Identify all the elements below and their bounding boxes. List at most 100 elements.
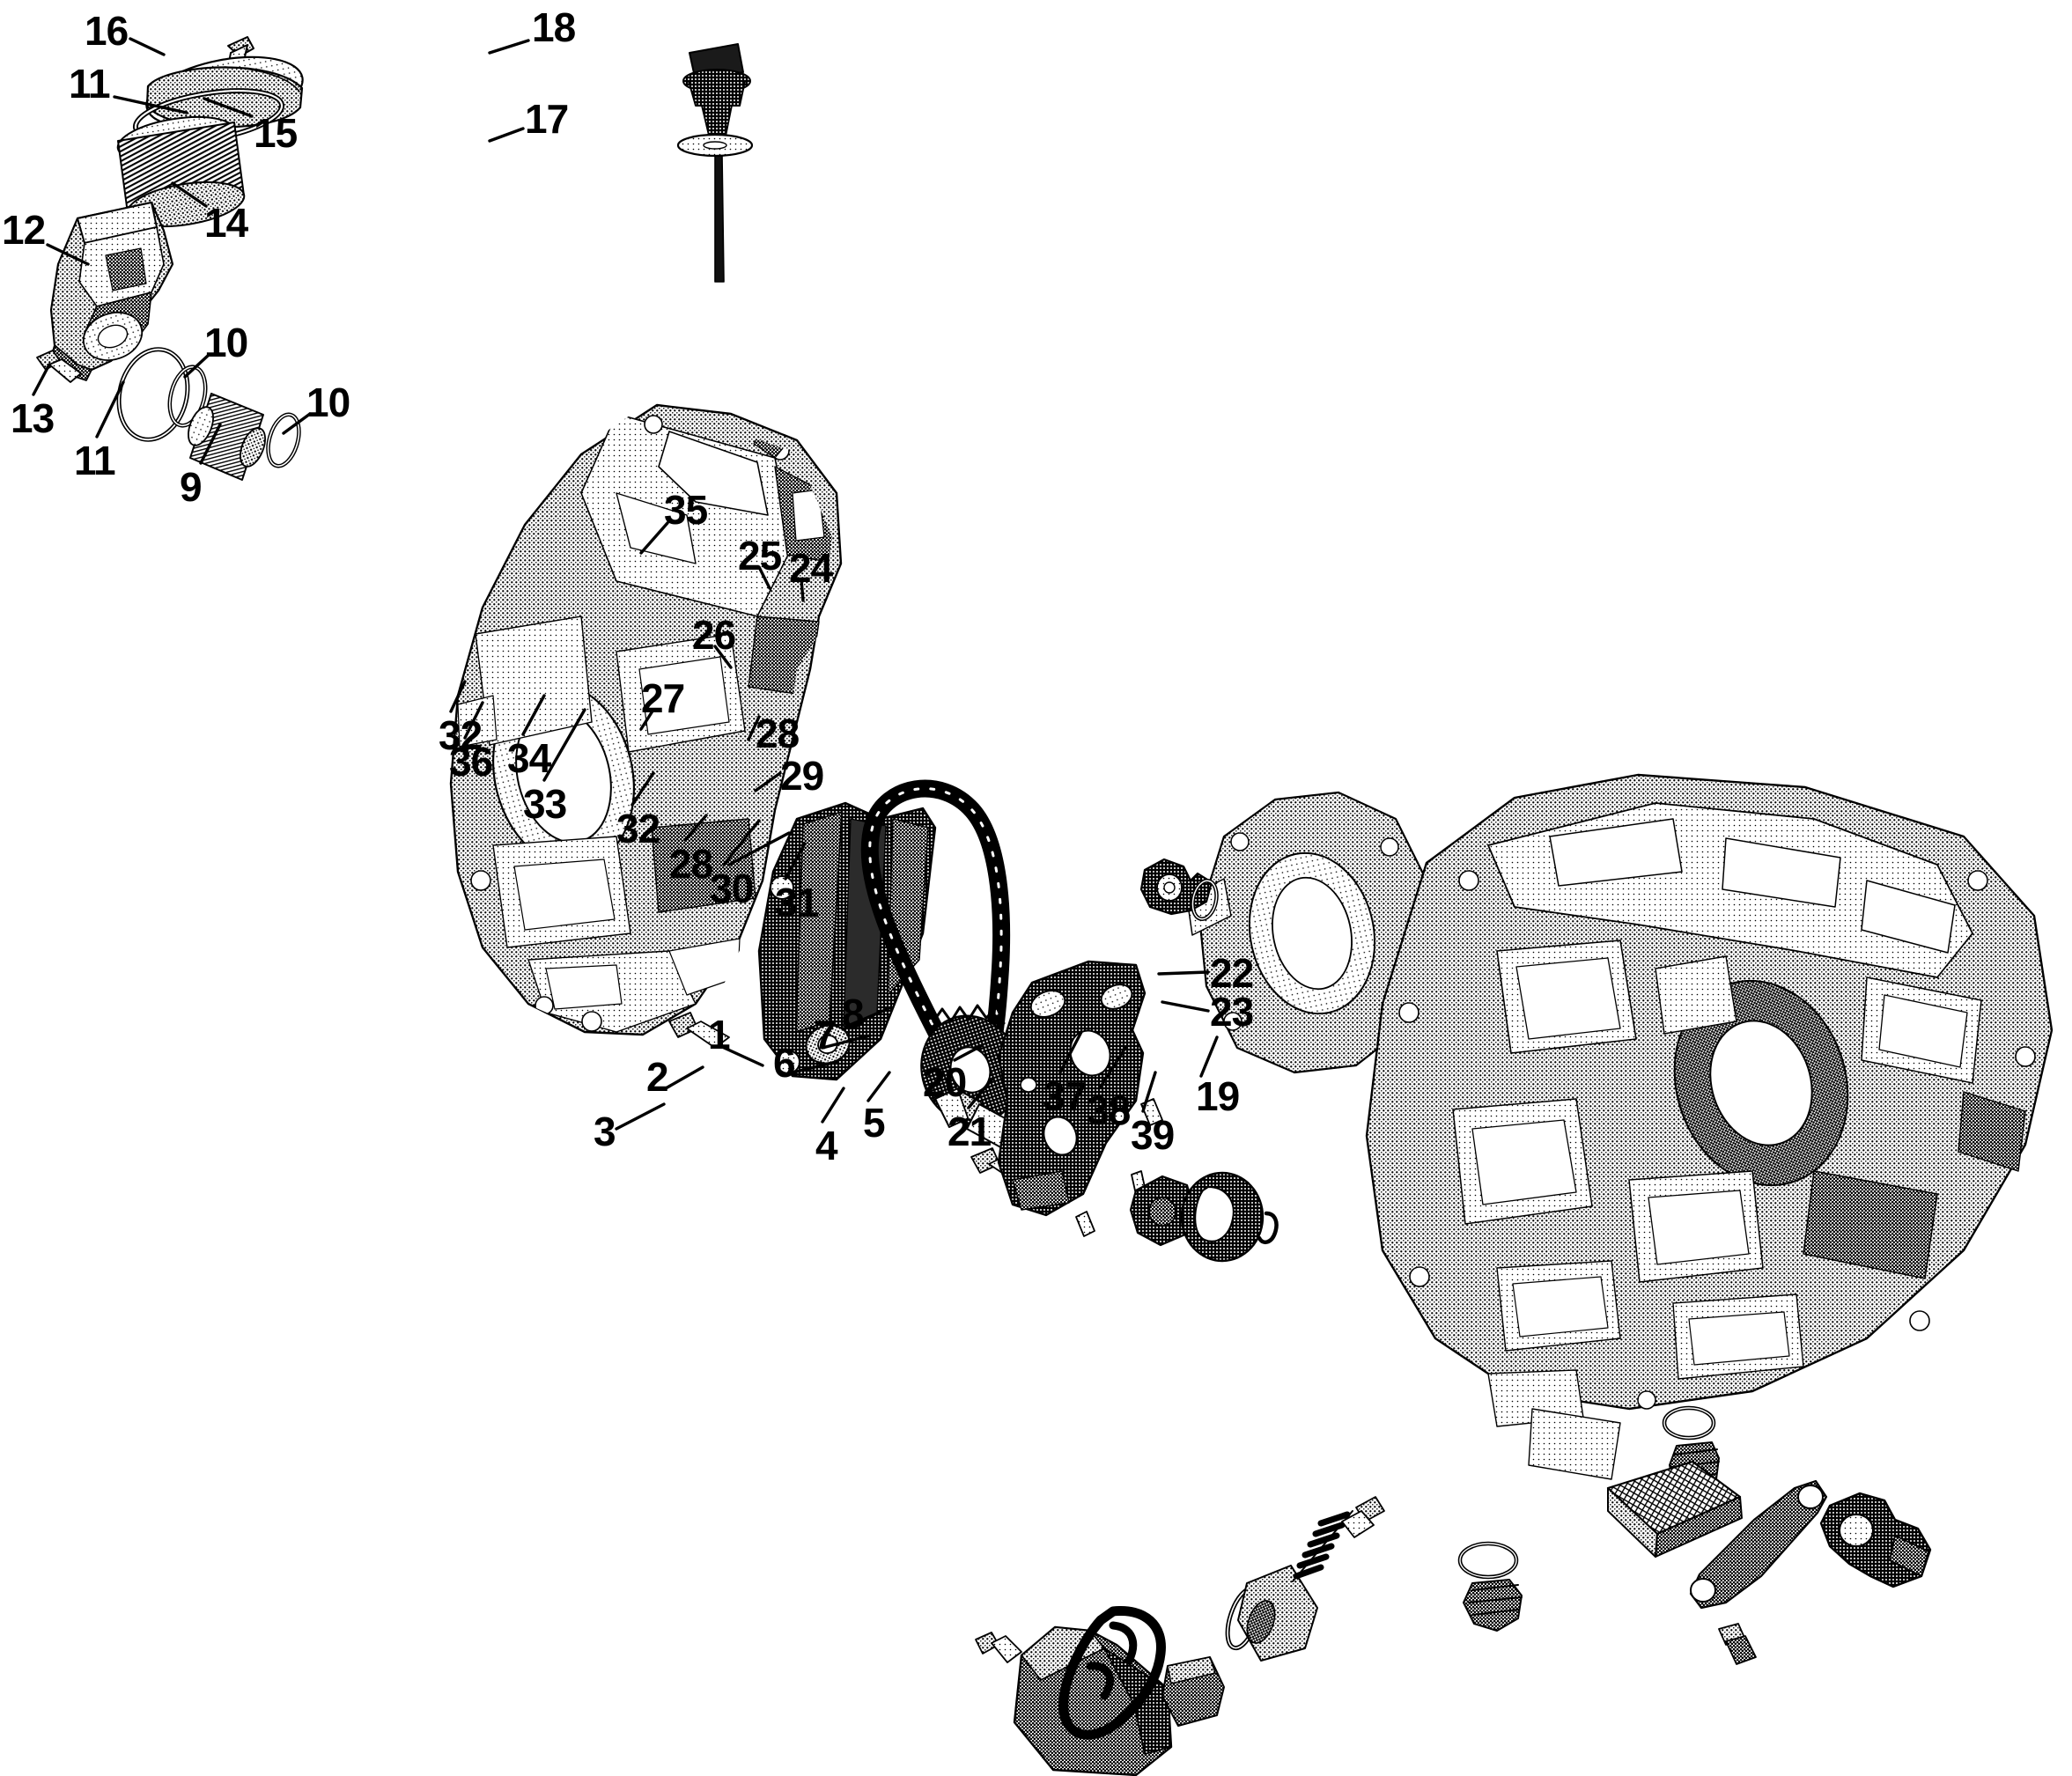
callout-number-22: 22 <box>1210 950 1254 996</box>
part-31-rotor-retaining-clip <box>1257 1211 1279 1245</box>
leader-line-38 <box>1099 1046 1127 1088</box>
callout-number-31: 31 <box>775 880 819 925</box>
leader-line-17 <box>488 127 525 143</box>
leader-line-13 <box>32 363 51 396</box>
leader-line-32b <box>630 771 655 807</box>
leader-line-36 <box>463 701 484 740</box>
leader-line-39 <box>1141 1071 1157 1113</box>
leader-line-15 <box>203 97 254 118</box>
part-8-regulator-screw <box>1341 1496 1385 1538</box>
leader-line-20 <box>953 1044 983 1062</box>
leader-line-6 <box>784 1060 838 1076</box>
leader-line-35 <box>639 521 669 555</box>
callout-number-10a: 10 <box>204 320 248 365</box>
leader-line-25 <box>757 565 771 590</box>
callout-number-34: 34 <box>507 735 551 781</box>
leader-line-10a <box>183 354 210 379</box>
leader-line-31 <box>784 842 807 881</box>
leader-line-28a <box>747 715 761 741</box>
part-22-plug-sealing-ring <box>1662 1405 1716 1441</box>
callout-number-26: 26 <box>692 612 736 658</box>
part-3-oil-cooler-screw <box>975 1632 1022 1663</box>
callout-number-29: 29 <box>780 753 824 799</box>
leader-line-21 <box>967 1076 995 1109</box>
callout-number-2: 2 <box>646 1054 669 1100</box>
leader-line-3 <box>615 1102 666 1131</box>
middle-crankcase-half <box>1186 791 1437 1074</box>
callout-number-11b: 11 <box>74 438 116 483</box>
leader-line-12 <box>46 243 90 266</box>
leader-line-11b <box>95 380 125 438</box>
leader-line-2 <box>664 1065 704 1090</box>
leader-line-9 <box>199 423 222 465</box>
callout-number-32a: 32 <box>439 712 483 758</box>
callout-number-1: 1 <box>708 1012 731 1057</box>
part-6-regulator-sleeve <box>1237 1565 1318 1662</box>
callout-number-36: 36 <box>449 739 493 785</box>
part-21-oil-drain-plug <box>1463 1579 1523 1632</box>
leader-line-5 <box>866 1071 891 1102</box>
callout-number-16: 16 <box>85 8 129 54</box>
part-2-oil-cooler <box>1013 1625 1173 1776</box>
part-32-screw-a <box>668 1012 730 1049</box>
leader-line-34 <box>521 694 546 736</box>
callout-number-15: 15 <box>254 110 298 156</box>
part-28-dowel-pin-a <box>1140 1098 1163 1126</box>
callout-number-14: 14 <box>204 200 248 246</box>
callout-number-28b: 28 <box>669 841 713 887</box>
part-37-oil-screen-plate <box>1606 1460 1743 1558</box>
leader-line-22 <box>1157 970 1210 976</box>
leader-line-11a <box>113 95 188 114</box>
leader-line-27 <box>639 708 655 731</box>
callout-number-13: 13 <box>11 395 55 441</box>
callout-number-4: 4 <box>815 1123 838 1168</box>
part-30-pump-rotor-set <box>1129 1171 1265 1263</box>
part-12-oil-filter-housing <box>49 201 174 381</box>
callout-number-25: 25 <box>738 533 782 578</box>
leader-line-4 <box>821 1087 845 1124</box>
part-13-housing-screw <box>36 350 82 383</box>
leader-line-8 <box>845 1006 893 1028</box>
callout-number-12: 12 <box>2 207 46 253</box>
leader-line-26 <box>713 645 733 669</box>
leader-line-30 <box>722 819 761 866</box>
callout-number-32b: 32 <box>616 806 660 851</box>
leader-line-10b <box>282 412 312 435</box>
callout-number-6: 6 <box>773 1040 796 1086</box>
leader-line-23 <box>1161 1000 1210 1013</box>
callout-number-35: 35 <box>664 487 708 533</box>
part-17-dipstick-o-ring <box>676 133 754 158</box>
leader-line-14 <box>171 181 208 208</box>
callout-number-30: 30 <box>710 866 754 911</box>
leader-line-32a <box>449 680 467 713</box>
part-20-drain-plug-gasket <box>1457 1541 1519 1580</box>
part-26-oil-pump-body <box>997 960 1147 1217</box>
leader-line-30b <box>727 831 791 866</box>
callout-number-7: 7 <box>814 1012 837 1057</box>
callout-number-5: 5 <box>863 1100 886 1146</box>
leader-line-28b <box>683 814 708 842</box>
callout-number-39: 39 <box>1131 1112 1175 1158</box>
part-24-pump-shaft-o-ring <box>1191 879 1219 921</box>
callout-number-18: 18 <box>532 4 576 50</box>
callout-number-17: 17 <box>525 96 569 142</box>
leader-line-29 <box>754 771 782 792</box>
callout-number-8: 8 <box>842 991 865 1036</box>
callout-number-37: 37 <box>1043 1073 1087 1119</box>
leader-lines <box>32 37 1219 1131</box>
leader-line-37 <box>1058 1030 1083 1074</box>
leader-line-1 <box>719 1044 764 1067</box>
callout-number-20: 20 <box>923 1059 967 1105</box>
callout-number-24: 24 <box>789 545 833 591</box>
part-10-o-ring-b <box>266 412 301 468</box>
callout-number-33: 33 <box>523 781 567 827</box>
part-1-oil-cooler-gasket <box>1058 1606 1166 1740</box>
part-4-pressure-regulator-piston <box>1161 1656 1225 1727</box>
leader-line-19 <box>1199 1035 1219 1078</box>
part-36-chain-guide <box>757 801 937 1081</box>
callout-number-11a: 11 <box>69 61 111 107</box>
callout-number-28a: 28 <box>756 711 800 756</box>
callout-number-3: 3 <box>594 1109 616 1154</box>
